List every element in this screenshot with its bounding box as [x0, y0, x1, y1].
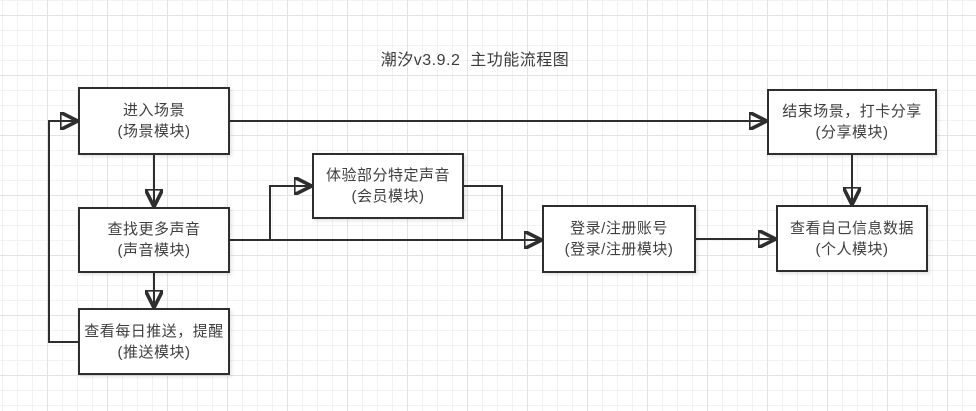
node-label: 查找更多声音 — [107, 221, 201, 238]
node-module: (场景模块) — [117, 123, 191, 140]
node-find-sounds[interactable]: 查找更多声音 (声音模块) — [78, 207, 230, 273]
node-module: (个人模块) — [815, 240, 889, 258]
node-module: (推送模块) — [117, 343, 191, 361]
node-label: 查看每日推送，提醒 — [84, 322, 224, 340]
node-module: (分享模块) — [815, 124, 889, 141]
node-label: 结束场景，打卡分享 — [782, 103, 922, 120]
node-label: 体验部分特定声音 — [325, 167, 450, 184]
node-end-scene[interactable]: 结束场景，打卡分享 (分享模块) — [767, 89, 937, 155]
edge-daily-push-to-enter-scene — [48, 121, 78, 343]
diagram-title: 潮汐v3.9.2 主功能流程图 — [380, 52, 570, 69]
node-member-sounds[interactable]: 体验部分特定声音 (会员模块) — [312, 153, 464, 219]
node-login-register[interactable]: 登录/注册账号 (登录/注册模块) — [542, 205, 696, 273]
node-label: 查看自己信息数据 — [789, 219, 914, 237]
node-enter-scene[interactable]: 进入场景 (场景模块) — [78, 87, 230, 155]
node-module: (声音模块) — [117, 242, 191, 259]
node-label: 进入场景 — [122, 102, 185, 119]
node-personal-info[interactable]: 查看自己信息数据 (个人模块) — [776, 205, 928, 272]
edge-member-sounds-to-login-register — [464, 185, 503, 239]
node-label: 登录/注册账号 — [570, 220, 668, 237]
node-module: (会员模块) — [351, 188, 425, 205]
node-daily-push[interactable]: 查看每日推送，提醒 (推送模块) — [78, 308, 230, 375]
node-module: (登录/注册模块) — [564, 241, 674, 258]
edge-find-sounds-to-member-sounds — [269, 186, 310, 240]
